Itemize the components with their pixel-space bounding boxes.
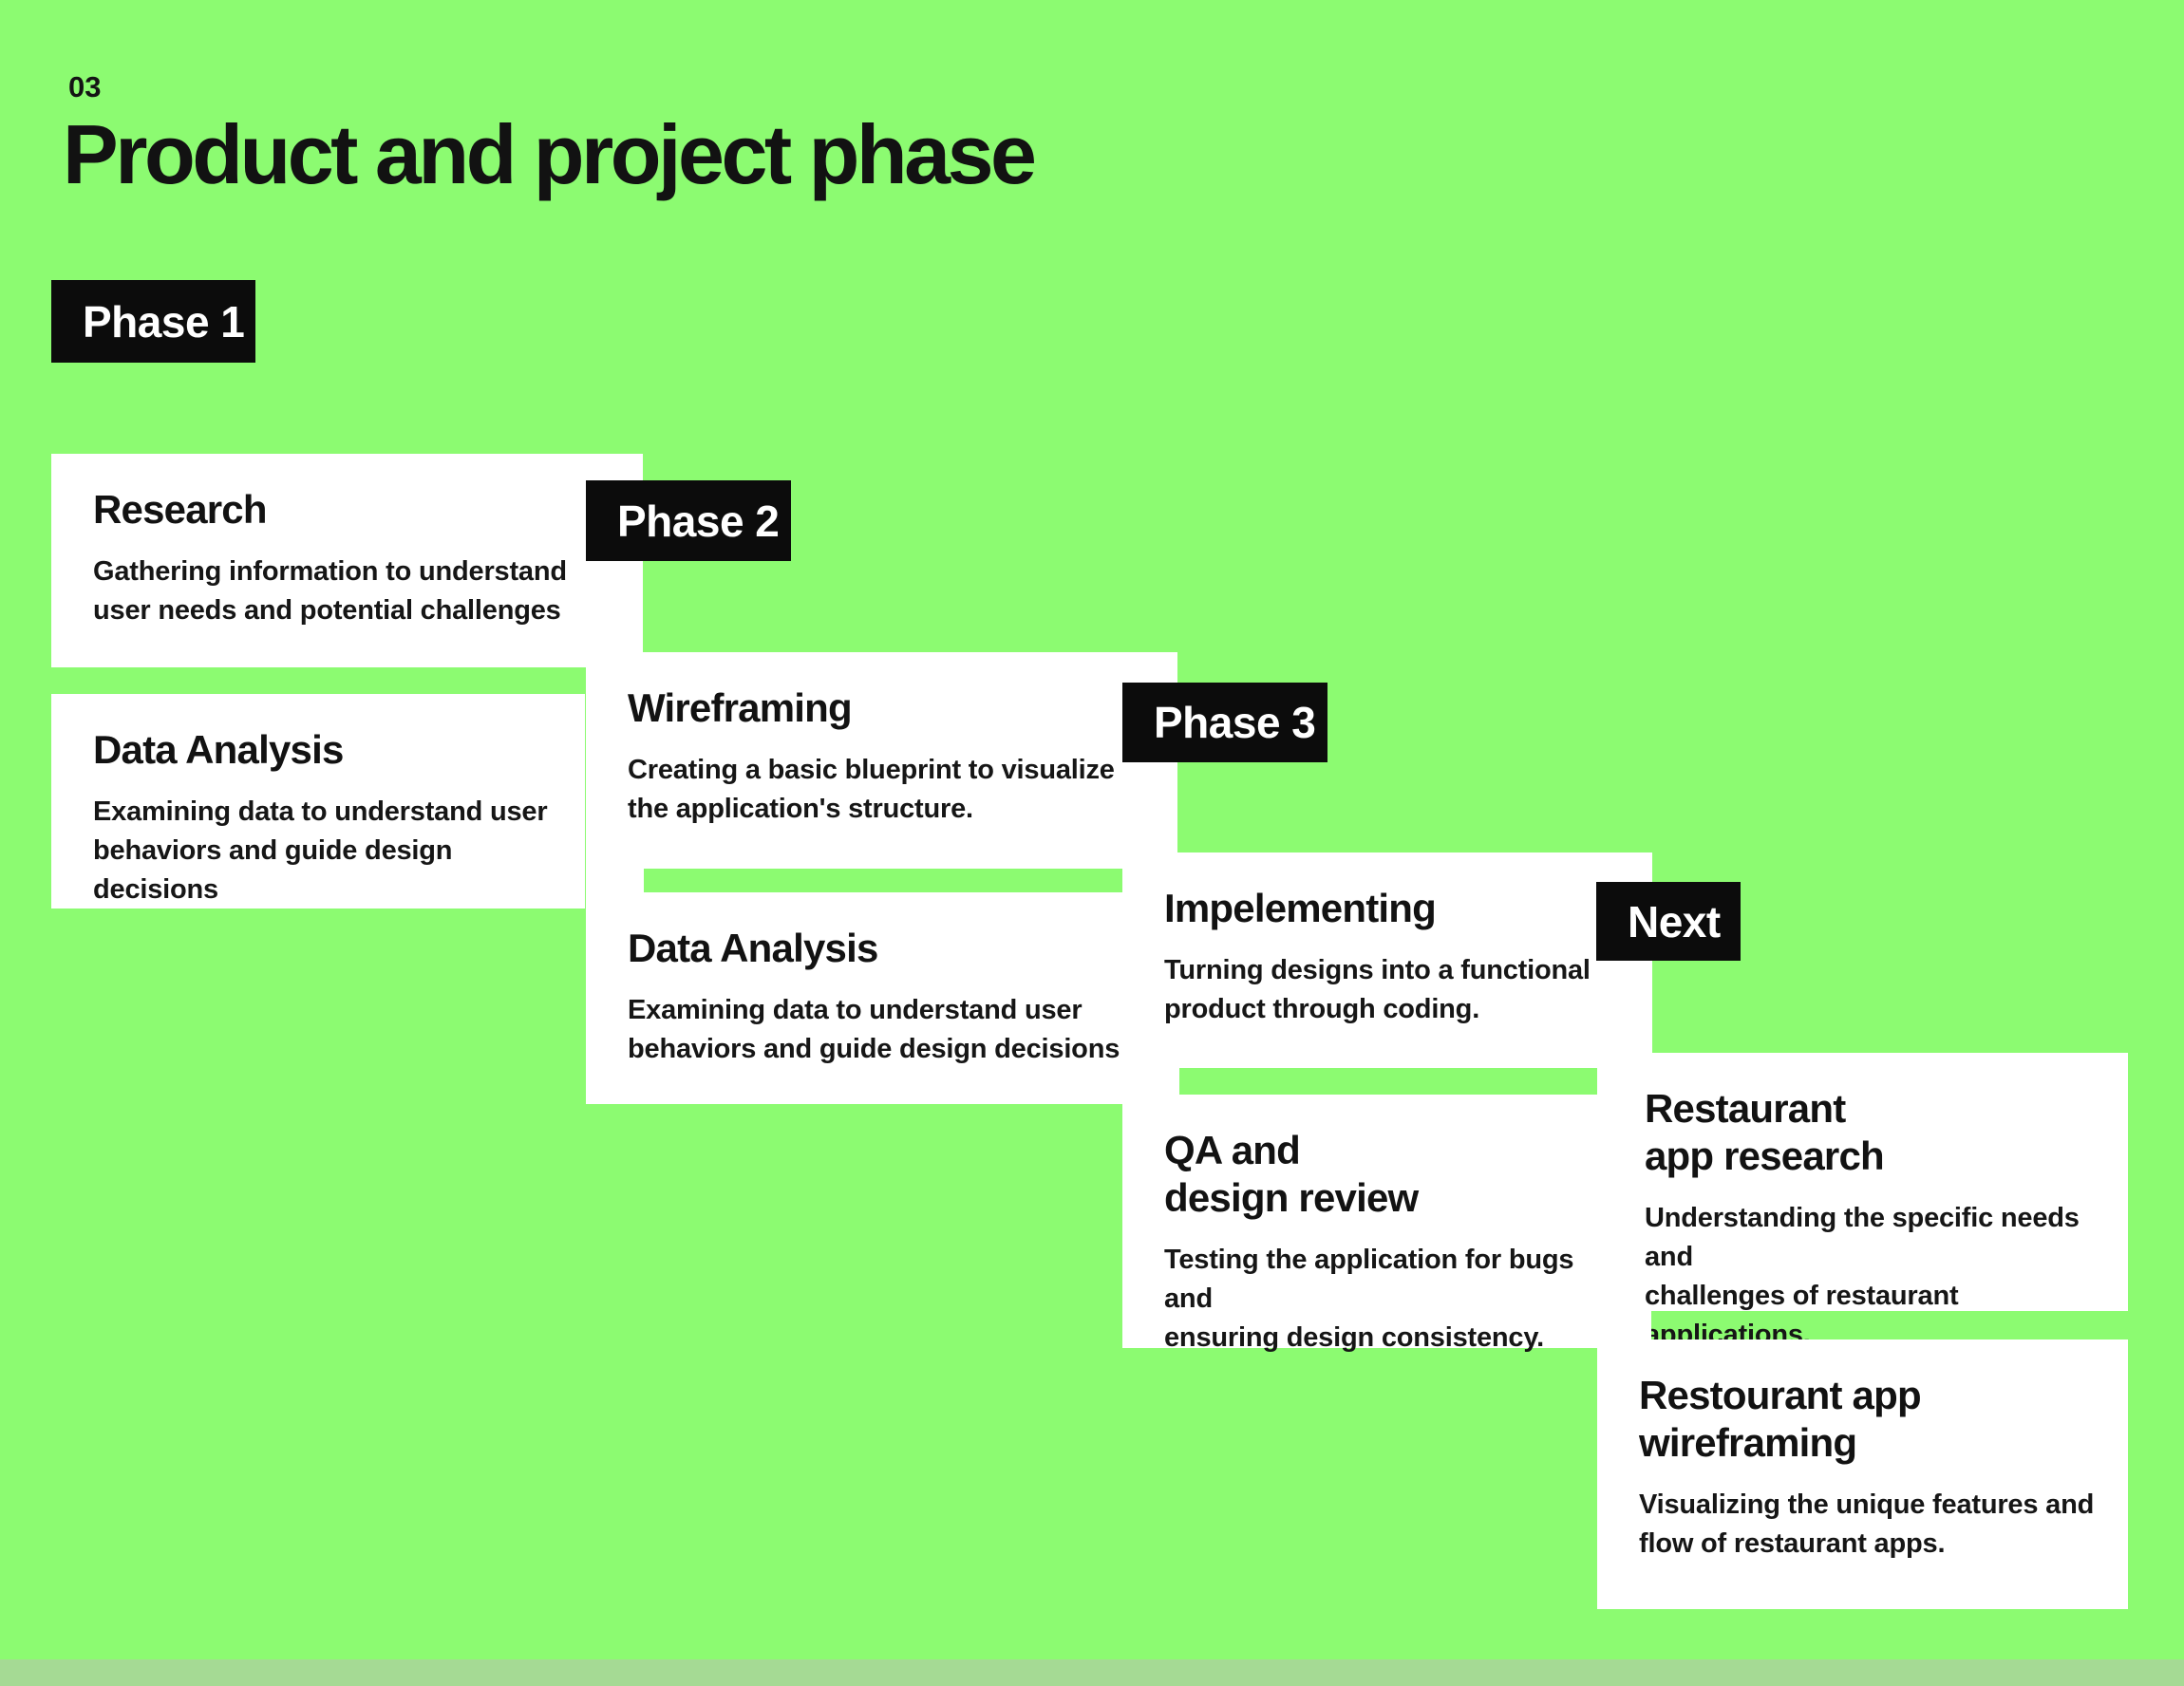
card-connector — [1603, 1311, 1651, 1339]
card-title: Data Analysis — [93, 727, 344, 772]
card-data-analysis-2: Data Analysis Examining data to understa… — [586, 892, 1122, 1104]
card-research: Research Gathering information to unders… — [51, 454, 643, 667]
footer-strip — [0, 1659, 2184, 1686]
card-title: QA and design review — [1164, 1128, 1419, 1220]
card-qa-design-review: QA and design review Testing the applica… — [1122, 1095, 1603, 1353]
card-title: Impelementing — [1164, 886, 1437, 930]
card-body: Examining data to understand user behavi… — [628, 995, 1120, 1064]
card-title: Data Analysis — [628, 926, 878, 970]
card-body: Visualizing the unique features and flow… — [1639, 1489, 2095, 1559]
card-body: Creating a basic blueprint to visualize … — [628, 755, 1115, 824]
card-restaurant-app-wireframing: Restourant app wireframing Visualizing t… — [1597, 1339, 2128, 1609]
card-wireframing: Wireframing Creating a basic blueprint t… — [586, 652, 1177, 869]
card-title: Restaurant app research — [1645, 1086, 1885, 1178]
phase-1-badge: Phase 1 — [51, 280, 255, 363]
card-title: Research — [93, 487, 268, 532]
card-body: Testing the application for bugs and ens… — [1164, 1245, 1574, 1353]
card-title: Wireframing — [628, 685, 853, 730]
card-body: Turning designs into a functional produc… — [1164, 955, 1591, 1024]
card-body: Examining data to understand user behavi… — [93, 796, 548, 905]
phase-2-badge: Phase 2 — [586, 480, 791, 561]
next-badge: Next — [1596, 882, 1741, 961]
card-body: Gathering information to understand user… — [93, 556, 567, 626]
card-body: Understanding the specific needs and cha… — [1645, 1203, 2080, 1350]
page-title: Product and project phase — [63, 107, 1037, 201]
card-connector — [586, 869, 644, 892]
card-title: Restourant app wireframing — [1639, 1373, 1922, 1465]
card-data-analysis-1: Data Analysis Examining data to understa… — [51, 694, 585, 909]
card-connector — [1122, 1068, 1179, 1095]
page-number: 03 — [68, 70, 102, 103]
phase-3-badge: Phase 3 — [1122, 683, 1327, 762]
card-restaurant-app-research: Restaurant app research Understanding th… — [1603, 1053, 2128, 1350]
card-implementing: Impelementing Turning designs into a fun… — [1122, 852, 1652, 1068]
